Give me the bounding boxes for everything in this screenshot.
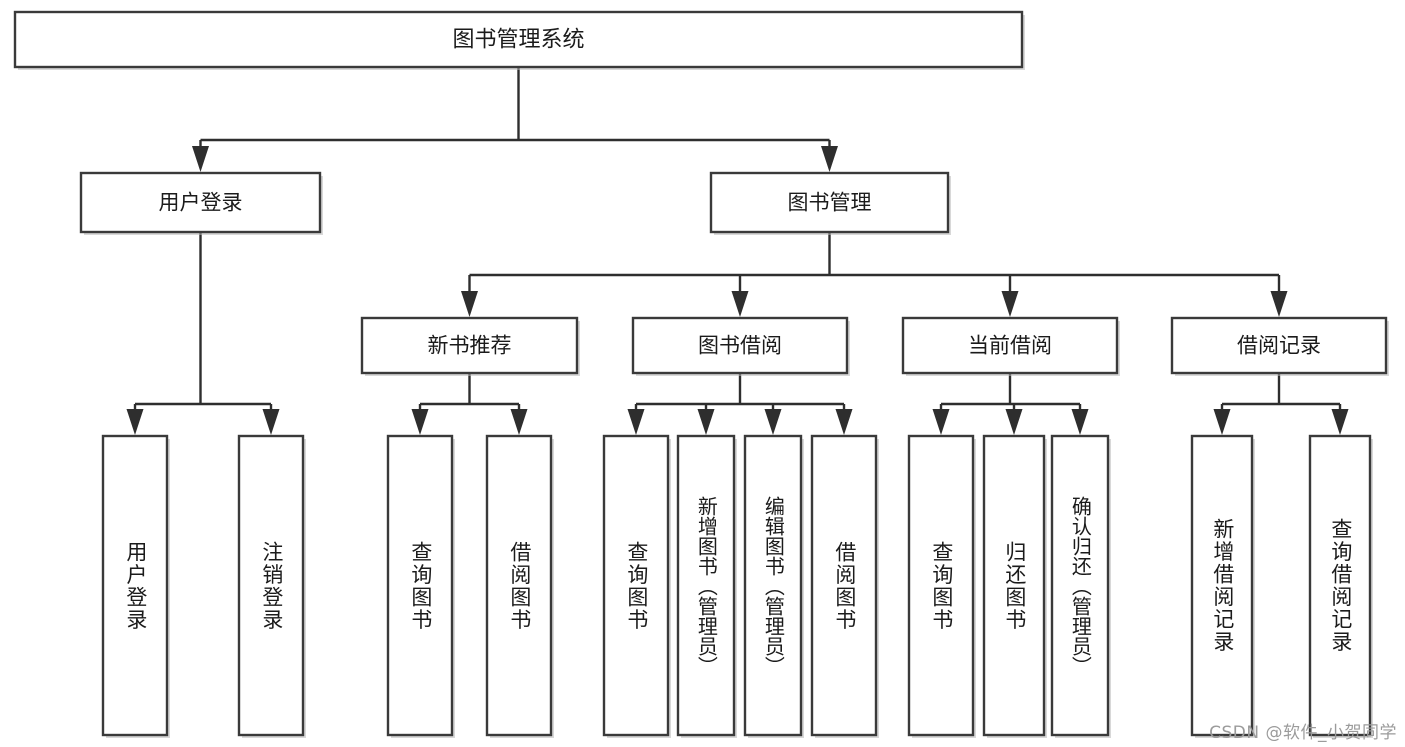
arrow-head-icon [1005,409,1023,435]
node-label-l3_1: 图书借阅 [698,334,782,358]
node-box-leaf_3[interactable] [485,434,553,737]
connector-group [932,373,1089,435]
node-label-l3_3: 借阅记录 [1237,334,1321,358]
node-box-leaf_11[interactable] [1190,434,1254,737]
connector-group [1213,373,1349,435]
arrow-head-icon [821,146,838,172]
node-box-leaf_4[interactable] [602,434,670,737]
node-box-l2_1[interactable] [709,171,950,234]
node-label-root: 图书管理系统 [452,28,584,53]
arrow-head-icon [764,409,782,435]
node-label-l2_1: 图书管理 [788,191,872,215]
node-label-l3_2: 当前借阅 [968,334,1052,358]
node-box-l3_1[interactable] [631,316,849,375]
arrow-head-icon [192,146,209,172]
node-box-l3_2[interactable] [901,316,1119,375]
arrow-head-icon [262,409,280,435]
node-box-leaf_9[interactable] [982,434,1046,737]
node-box-leaf_0[interactable] [101,434,169,737]
node-box-leaf_10[interactable] [1050,434,1110,737]
node-box-leaf_5[interactable] [676,434,736,737]
arrow-head-icon [126,409,144,435]
node-box-leaf_1[interactable] [237,434,305,737]
arrow-head-icon [1270,291,1288,317]
node-box-l3_3[interactable] [1170,316,1388,375]
connector-group [627,373,853,435]
arrow-head-icon [1071,409,1089,435]
arrow-head-icon [1001,291,1019,317]
arrow-head-icon [835,409,853,435]
node-box-l2_0[interactable] [79,171,322,234]
arrow-head-icon [1331,409,1349,435]
arrow-head-icon [932,409,950,435]
connector-group [126,232,280,435]
connector-layer [126,67,1349,435]
connector-group [411,373,528,435]
node-box-leaf_6[interactable] [743,434,803,737]
arrow-head-icon [627,409,645,435]
connector-group [192,67,838,172]
node-box-leaf_7[interactable] [810,434,878,737]
arrow-head-icon [461,291,478,317]
arrow-head-icon [1213,409,1231,435]
arrow-head-icon [411,409,429,435]
connector-group [461,232,1288,317]
node-box-leaf_8[interactable] [907,434,975,737]
arrow-head-icon [510,409,528,435]
node-box-leaf_2[interactable] [386,434,454,737]
node-box-layer [13,10,1389,738]
node-label-l2_0: 用户登录 [159,191,243,215]
arrow-head-icon [697,409,715,435]
arrow-head-icon [731,291,749,317]
node-box-root[interactable] [13,10,1024,69]
node-box-l3_0[interactable] [360,316,579,375]
csdn-watermark: CSDN @软件_小贺同学 [1209,723,1397,743]
node-box-leaf_12[interactable] [1308,434,1372,737]
node-label-l3_0: 新书推荐 [428,334,512,358]
